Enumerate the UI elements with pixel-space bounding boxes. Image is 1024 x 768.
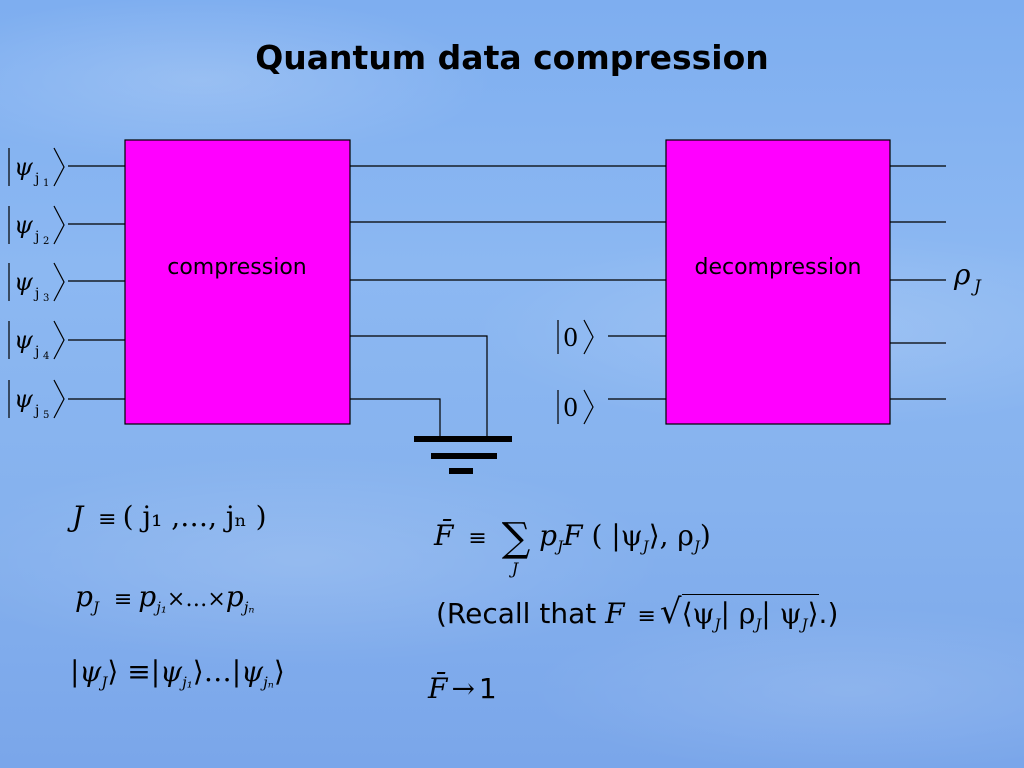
svg-text:j: j [33, 344, 39, 360]
svg-text:ψ: ψ [14, 153, 34, 181]
svg-text:2: 2 [43, 236, 49, 247]
input-ket-4: ψ j 4 [8, 320, 65, 362]
svg-text:ρ: ρ [953, 258, 971, 291]
svg-text:ψ: ψ [14, 268, 34, 296]
equation-average-fidelity: F̄ ≡ ∑J pJF ( |ψJ⟩, ρJ) [434, 515, 711, 578]
discard-wire-2 [350, 398, 441, 438]
equation-J-definition: J ≡( j₁ ,…, jₙ ) [72, 500, 267, 533]
fidelity-limit: F̄→1 [428, 672, 497, 705]
input-ket-5: ψ j 5 [8, 379, 65, 421]
svg-text:j: j [33, 229, 39, 245]
compression-label: compression [167, 255, 307, 280]
svg-text:0: 0 [563, 324, 578, 352]
svg-text:ψ: ψ [14, 385, 34, 413]
slide-title: Quantum data compression [255, 38, 769, 77]
equation-p-definition: pJ ≡pj₁×…×pjₙ [75, 580, 255, 617]
equation-psi-definition: |ψJ⟩ ≡|ψj₁⟩…|ψjₙ⟩ [70, 655, 285, 692]
sqrt-body: ⟨ψJ| ρJ| ψJ⟩ [681, 594, 819, 634]
sqrt-icon: √ [659, 592, 682, 632]
input-ket-1: ψ j 1 [8, 147, 65, 189]
svg-text:ψ: ψ [14, 326, 34, 354]
ancilla-ket-1: 0 [557, 319, 594, 355]
input-kets: ψ j 1 ψ j 2 ψ j 3 ψ j [8, 147, 65, 421]
svg-text:1: 1 [43, 178, 49, 189]
svg-text:j: j [33, 171, 39, 187]
input-ket-3: ψ j 3 [8, 262, 65, 304]
discard-wire-1 [350, 335, 488, 438]
output-wires [890, 165, 946, 400]
compression-box [124, 139, 351, 425]
svg-text:5: 5 [43, 410, 49, 421]
svg-text:j: j [33, 403, 39, 419]
svg-text:J: J [971, 277, 982, 297]
svg-text:3: 3 [43, 293, 49, 304]
ground-icon [414, 436, 512, 474]
output-rho: ρ J [953, 258, 982, 297]
svg-text:4: 4 [43, 351, 49, 362]
middle-wires [350, 165, 666, 438]
svg-text:0: 0 [563, 394, 578, 422]
input-ket-2: ψ j 2 [8, 205, 65, 247]
decompression-label: decompression [695, 255, 862, 280]
recall-fidelity-note: (Recall that F ≡√⟨ψJ| ρJ| ψJ⟩.) [436, 592, 839, 634]
ancilla-ket-2: 0 [557, 389, 594, 425]
svg-text:j: j [33, 286, 39, 302]
svg-text:ψ: ψ [14, 211, 34, 239]
sum-symbol: ∑J [501, 515, 531, 578]
input-wires [68, 165, 125, 400]
decompression-box [665, 139, 891, 425]
